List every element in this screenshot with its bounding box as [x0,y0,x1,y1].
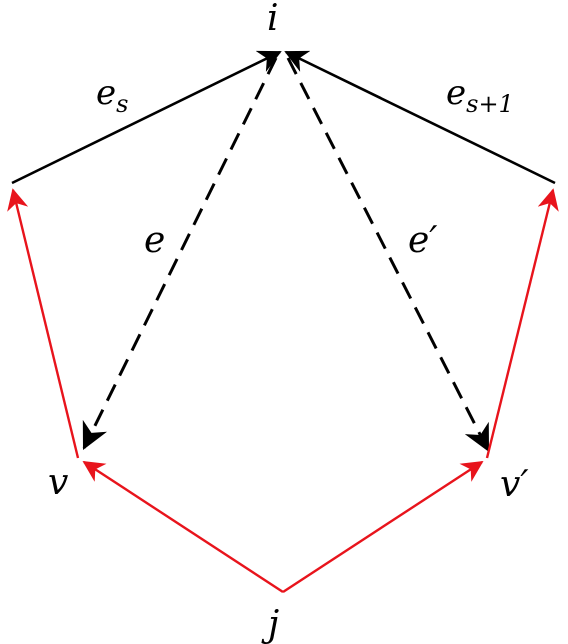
edge-e-prime-dashed [286,57,490,453]
edge-e-dashed [82,57,278,451]
node-label-v: v [48,462,68,503]
edge-label-e-prime: e′ [408,220,437,261]
edge-v-prime-to-right-top [485,188,559,459]
edge-label-e: e [144,220,165,261]
edge-label-e-s: es [96,73,128,118]
edge-e-s-plus-1 [284,50,556,185]
edge-j-to-v [82,460,284,594]
edge-j-to-v-prime [282,460,484,594]
edge-v-to-left-top [7,188,80,459]
edge-e-s [11,50,282,185]
node-label-j: j [261,604,279,644]
edge-label-e-s-plus-1: es+1 [446,73,514,118]
node-label-v-prime: v′ [500,464,529,505]
node-label-i: i [267,0,279,39]
